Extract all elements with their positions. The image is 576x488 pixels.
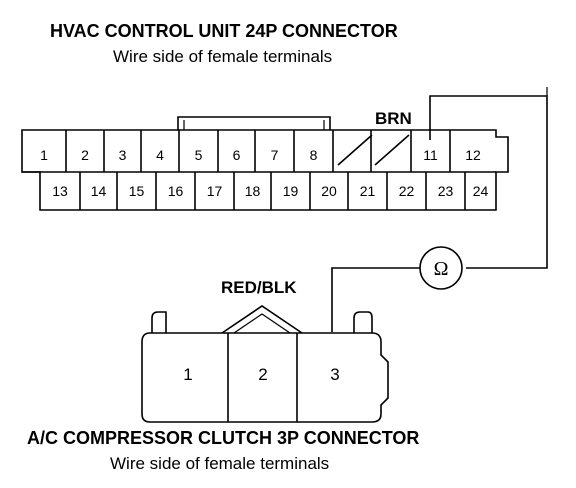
ohmmeter: Ω [419, 246, 463, 290]
top-pin-15: 15 [129, 183, 145, 199]
top-pin-17: 17 [207, 183, 223, 199]
left-lock-tab [151, 311, 167, 333]
top-pin-13: 13 [52, 183, 68, 199]
top-pin-11: 11 [423, 147, 438, 163]
connector-latch [177, 116, 331, 130]
top-pin-19: 19 [283, 183, 299, 199]
red-blk-wire [331, 267, 420, 332]
top-pin-21: 21 [360, 183, 376, 199]
top-pin-18: 18 [245, 183, 261, 199]
top-pin-4: 4 [156, 147, 164, 163]
bottom-pin-3: 3 [330, 365, 339, 384]
empty-cavity-10-slash [374, 134, 410, 166]
brn-wire-label: BRN [375, 109, 412, 128]
right-lock-tab [353, 311, 373, 333]
top-pin-7: 7 [271, 147, 279, 163]
empty-cavity-9-slash [337, 134, 373, 166]
top-connector-subtitle: Wire side of female terminals [113, 47, 332, 66]
top-pin-8: 8 [310, 147, 318, 163]
ac-clutch-3p-connector: 1 2 3 [141, 305, 389, 423]
bottom-connector-subtitle: Wire side of female terminals [110, 454, 329, 473]
omega-icon: Ω [434, 258, 449, 280]
top-pin-14: 14 [91, 183, 107, 199]
connector-body [141, 332, 389, 423]
bottom-pin-2: 2 [258, 365, 267, 384]
red-blk-wire-label: RED/BLK [221, 278, 297, 297]
top-pin-12: 12 [465, 147, 481, 163]
top-pin-2: 2 [81, 147, 89, 163]
top-pin-23: 23 [438, 183, 454, 199]
top-connector-title: HVAC CONTROL UNIT 24P CONNECTOR [50, 21, 398, 41]
top-pin-1: 1 [40, 147, 48, 163]
bottom-connector-title: A/C COMPRESSOR CLUTCH 3P CONNECTOR [27, 428, 419, 448]
top-pin-22: 22 [399, 183, 415, 199]
top-pin-3: 3 [119, 147, 127, 163]
bottom-pin-1: 1 [183, 365, 192, 384]
top-pin-20: 20 [321, 183, 337, 199]
connector-roof [221, 305, 303, 334]
top-pin-24: 24 [473, 183, 489, 199]
brn-wire [429, 95, 548, 269]
top-pin-16: 16 [168, 183, 184, 199]
top-pin-6: 6 [233, 147, 241, 163]
top-pin-5: 5 [195, 147, 203, 163]
